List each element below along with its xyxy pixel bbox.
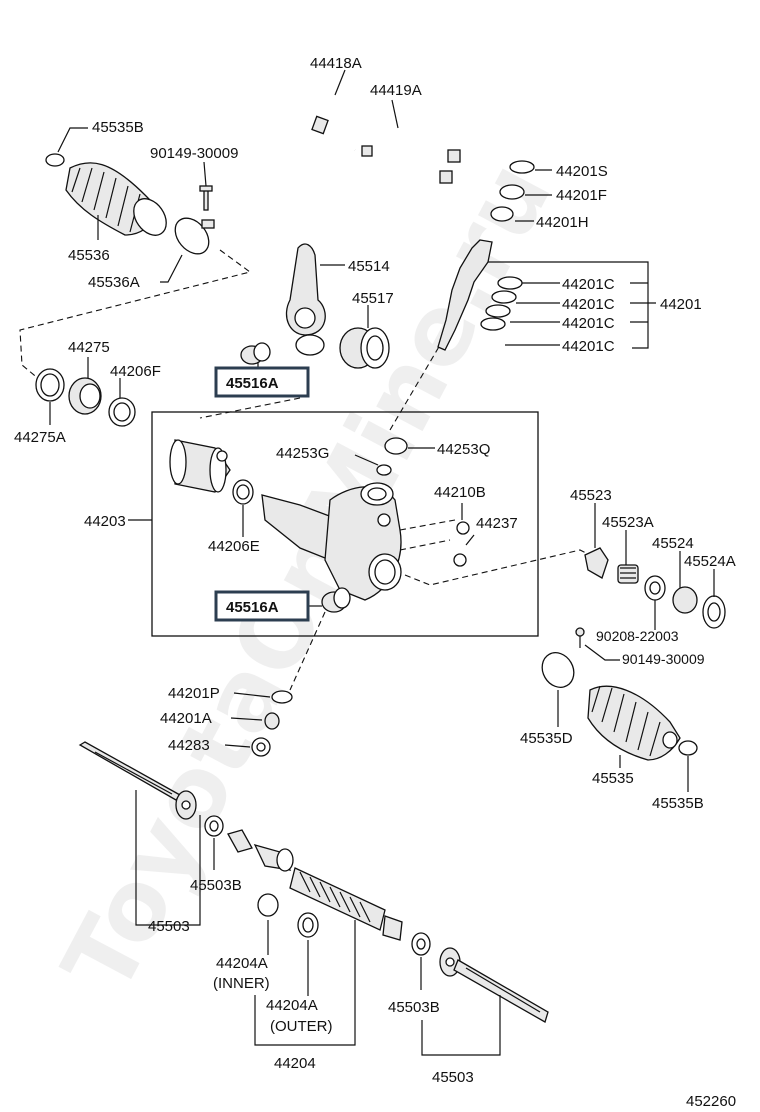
label-44204: 44204 <box>274 1055 316 1072</box>
gear-housing-44203 <box>169 437 470 601</box>
label-44203: 44203 <box>84 513 126 530</box>
label-44253Q: 44253Q <box>437 441 490 458</box>
label-45517: 45517 <box>352 290 394 307</box>
label-44253G: 44253G <box>276 445 329 462</box>
valve-small-parts <box>251 690 293 757</box>
label-44201P: 44201P <box>168 685 220 702</box>
label-box-45516A-top <box>214 366 310 398</box>
label-45524A: 45524A <box>684 553 736 570</box>
label-44210B: 44210B <box>434 484 486 501</box>
label-44419A: 44419A <box>370 82 422 99</box>
label-45523: 45523 <box>570 487 612 504</box>
label-44283: 44283 <box>168 737 210 754</box>
label-90208-22003: 90208-22003 <box>596 628 679 644</box>
bushing-45517 <box>339 327 390 369</box>
label-44204A-inner-note: (INNER) <box>213 975 270 992</box>
bushing-45516A-top <box>240 342 271 365</box>
label-45535D: 45535D <box>520 730 573 747</box>
label-box-45516A-bottom <box>214 590 310 622</box>
label-45524: 45524 <box>652 535 694 552</box>
label-44275: 44275 <box>68 339 110 356</box>
label-44201F: 44201F <box>556 187 607 204</box>
label-45516A-bottom: 45516A <box>226 599 279 616</box>
label-45536: 45536 <box>68 247 110 264</box>
label-90149-30009-bottom: 90149-30009 <box>622 651 705 667</box>
label-45503-left: 45503 <box>148 918 190 935</box>
label-44201C-2: 44201C <box>562 296 615 313</box>
label-90149-30009-top: 90149-30009 <box>150 145 238 162</box>
tie-rod-left <box>78 741 224 837</box>
label-44201C-3: 44201C <box>562 315 615 332</box>
label-45514: 45514 <box>348 258 390 275</box>
pinion-shaft-parts <box>437 160 535 351</box>
seal-rings-left <box>35 368 136 427</box>
gear-housing-frame <box>151 411 539 637</box>
label-44201C-4: 44201C <box>562 338 615 355</box>
label-44206E: 44206E <box>208 538 260 555</box>
pressure-tube-assembly <box>311 93 461 184</box>
label-44201C-1: 44201C <box>562 276 615 293</box>
label-45503B-right: 45503B <box>388 999 440 1016</box>
label-44201H: 44201H <box>536 214 589 231</box>
label-45516A-top: 45516A <box>226 375 279 392</box>
label-44275A: 44275A <box>14 429 66 446</box>
label-44204A-outer-note: (OUTER) <box>270 1018 333 1035</box>
label-44237: 44237 <box>476 515 518 532</box>
label-44206F: 44206F <box>110 363 161 380</box>
tie-rod-right <box>411 932 549 1023</box>
label-44201: 44201 <box>660 296 702 313</box>
diagram-id: 452260 <box>686 1093 736 1110</box>
label-44418A: 44418A <box>310 55 362 72</box>
screw-90149-30009-bottom <box>575 627 585 648</box>
label-45536A: 45536A <box>88 274 140 291</box>
bracket-45514 <box>285 243 326 356</box>
label-45523A: 45523A <box>602 514 654 531</box>
label-45503B-left: 45503B <box>190 877 242 894</box>
boot-45536 <box>45 153 215 255</box>
label-44201S: 44201S <box>556 163 608 180</box>
rack-44204 <box>227 829 403 941</box>
label-45535B-bottom: 45535B <box>652 795 704 812</box>
label-44201A: 44201A <box>160 710 212 727</box>
rack-guide-parts <box>584 547 726 629</box>
label-44204A-inner: 44204A <box>216 955 268 972</box>
boot-45535 <box>541 652 698 761</box>
label-45535B-top: 45535B <box>92 119 144 136</box>
label-45535: 45535 <box>592 770 634 787</box>
bushing-45516A-bottom <box>321 587 351 613</box>
label-44204A-outer: 44204A <box>266 997 318 1014</box>
label-45503-right: 45503 <box>432 1069 474 1086</box>
